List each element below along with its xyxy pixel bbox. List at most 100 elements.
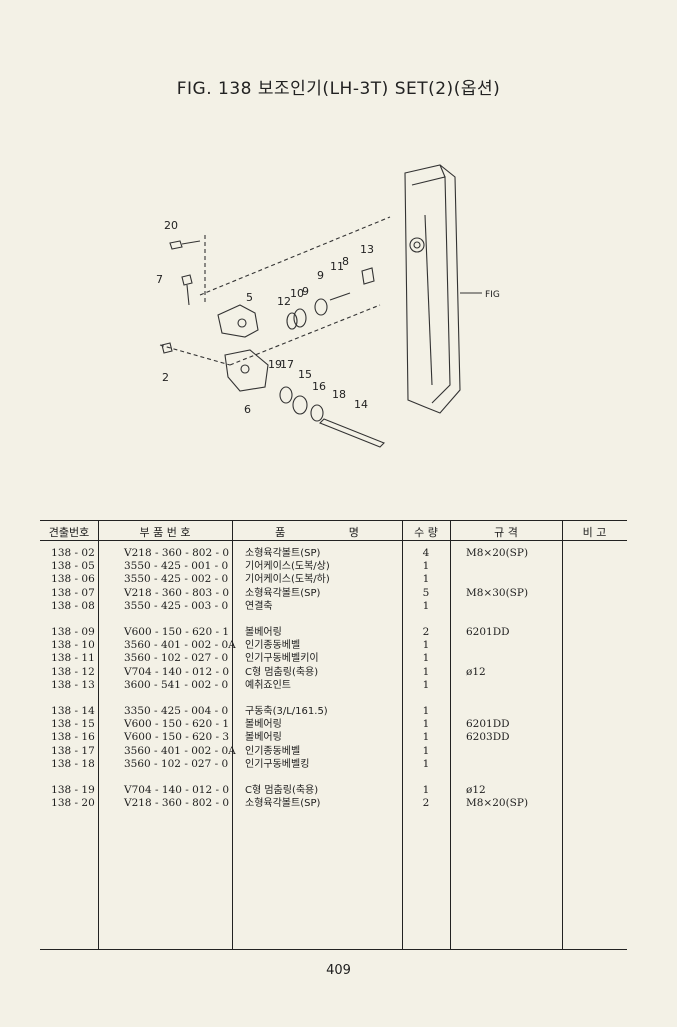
qty-cell: 1: [422, 731, 430, 744]
qty-cell: 1: [422, 560, 430, 573]
callout-5: 5: [246, 291, 253, 304]
part-name-cell: 인기구동베벨킹: [245, 758, 310, 770]
ref-no-cell: 138 - 07: [51, 586, 95, 599]
callout-17: 17: [280, 358, 294, 371]
callout-20: 20: [164, 219, 178, 232]
part-no-cell: V218 - 360 - 802 - 0: [124, 547, 230, 559]
callout-14: 14: [354, 398, 368, 411]
qty-cell: 1: [422, 639, 430, 652]
ref-no-cell: 138 - 10: [51, 639, 95, 652]
part-name-cell: C형 멈춤링(축용): [245, 666, 319, 678]
part-name-cell: 인기종동베벨: [245, 745, 301, 757]
part-no-cell: V218 - 360 - 803 - 0: [124, 586, 230, 599]
qty-cell: 2: [422, 626, 430, 638]
qty-cell: 1: [422, 784, 430, 796]
ref-no-cell: 138 - 19: [51, 784, 95, 796]
part-name-cell: 볼베어링: [245, 719, 282, 731]
qty-cell: 1: [422, 705, 430, 717]
part-name-cell: 인기종동베벨: [245, 640, 301, 652]
part-no-cell: V704 - 140 - 012 - 0: [124, 784, 230, 796]
qty-cell: 1: [422, 652, 430, 665]
part-no-cell: 3600 - 541 - 002 - 0: [124, 678, 229, 691]
page-number: 409: [326, 963, 351, 978]
callout-10: 10: [290, 287, 304, 300]
table-top-rule: [40, 520, 627, 521]
callout-2: 2: [162, 371, 169, 384]
callout-7: 7: [156, 273, 163, 286]
callout-19: 19: [268, 358, 282, 371]
callout-13: 13: [360, 243, 374, 256]
part-no-cell: V704 - 140 - 012 - 0: [124, 665, 230, 678]
qty-cell: 1: [422, 757, 430, 770]
qty-cell: 1: [422, 599, 430, 612]
spec-cell: 6201DD: [466, 718, 510, 731]
part-name-cell: 기어케이스(도복/상): [245, 561, 330, 573]
qty-cell: 1: [422, 744, 430, 757]
qty-cell: 1: [422, 678, 430, 691]
part-no-cell: 3350 - 425 - 004 - 0: [124, 705, 229, 717]
table-row: 138 - 07 V218 - 360 - 803 - 0 소형육각볼트(SP) 5 M…: [40, 587, 627, 600]
part-no-cell: V600 - 150 - 620 - 3: [124, 731, 230, 744]
callout-18: 18: [332, 388, 346, 401]
ref-no-cell: 138 - 09: [51, 626, 95, 638]
part-name-cell: 볼베어링: [245, 732, 282, 744]
callout-9b: 9: [317, 269, 324, 282]
header-remarks: 비 고: [582, 526, 607, 539]
ref-no-cell: 138 - 11: [51, 652, 95, 665]
spec-cell: M8×20(SP): [466, 797, 529, 810]
callout-12: 12: [277, 295, 291, 308]
figure-title: FIG. 138 보조인기(LH-3T) SET(2)(옵션): [176, 79, 501, 99]
arm-frame-shape: [404, 164, 461, 414]
header-part-no: 부 품 번 호: [139, 526, 191, 539]
spec-cell: 6203DD: [466, 731, 510, 744]
spec-cell: ø12: [466, 665, 486, 678]
spec-cell: 6201DD: [466, 626, 510, 638]
ref-no-cell: 138 - 14: [51, 705, 95, 717]
table-header-rule: [40, 540, 627, 541]
spec-cell: M8×20(SP): [466, 547, 529, 559]
callout-11: 11: [330, 260, 344, 273]
callout-15: 15: [298, 368, 312, 381]
part-no-cell: V218 - 360 - 802 - 0: [124, 797, 230, 810]
exploded-parts-diagram: 20 7 5 2 6 12 10 9 9 11 8 13 19 17 15 16…: [140, 155, 524, 485]
part-no-cell: 3560 - 401 - 002 - 0A: [124, 744, 236, 757]
callout-6: 6: [244, 403, 251, 416]
ref-no-cell: 138 - 17: [51, 744, 95, 757]
parts-drawing: 20 7 5 2 6 12 10 9 9 11 8 13 19 17 15 16…: [156, 164, 524, 448]
part-no-cell: 3560 - 102 - 027 - 0: [124, 652, 229, 665]
part-name-cell: 소형육각볼트(SP): [245, 587, 321, 599]
ref-no-cell: 138 - 06: [51, 573, 95, 586]
part-name-cell: 소형육각볼트(SP): [245, 548, 321, 559]
spec-cell: ø12: [466, 784, 486, 796]
qty-cell: 5: [422, 586, 430, 599]
ref-no-cell: 138 - 13: [51, 678, 95, 691]
part-name-cell: 기어케이스(도복/하): [245, 574, 330, 586]
ref-no-cell: 138 - 02: [51, 547, 95, 559]
part-name-cell: 볼베어링: [245, 627, 282, 638]
callout-8: 8: [342, 255, 349, 268]
ref-no-cell: 138 - 15: [51, 718, 95, 731]
table-bottom-rule: [40, 949, 627, 950]
header-qty: 수 량: [414, 526, 438, 539]
ref-no-cell: 138 - 20: [51, 797, 95, 810]
callout-16: 16: [312, 380, 326, 393]
table-row: 138 - 13 3600 - 541 - 002 - 0 예취죠인트 1: [40, 679, 627, 692]
part-no-cell: 3550 - 425 - 003 - 0: [124, 599, 229, 612]
part-no-cell: 3550 - 425 - 002 - 0: [124, 573, 229, 586]
callout-fig69: FIG.69 A: [485, 290, 500, 300]
part-name-cell: 예취죠인트: [245, 679, 291, 691]
spec-cell: M8×30(SP): [466, 586, 529, 599]
ref-no-cell: 138 - 12: [51, 665, 95, 678]
